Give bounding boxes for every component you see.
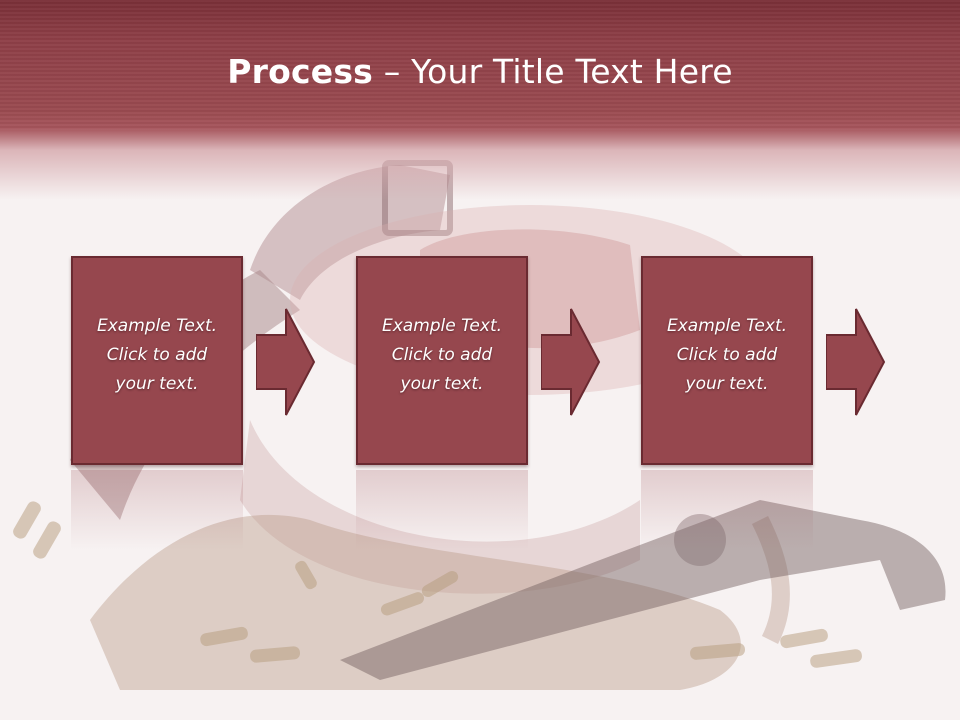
step-3-reflection [641,470,813,550]
right-arrow-icon [826,308,886,416]
process-step-3-text: Example Text. Click to add your text. [666,316,788,394]
title-banner-texture [0,0,960,130]
step-1-reflection [71,470,243,550]
right-arrow-icon [541,308,601,416]
process-step-1-text: Example Text. Click to add your text. [96,316,218,394]
step-2-reflection [356,470,528,550]
process-step-2-text: Example Text. Click to add your text. [381,316,503,394]
right-arrow-icon [256,308,316,416]
process-step-2[interactable]: Example Text. Click to add your text. [356,256,528,465]
slide-title-bold: Process [227,52,374,91]
slide-title-rest: – Your Title Text Here [373,52,733,91]
process-step-3[interactable]: Example Text. Click to add your text. [641,256,813,465]
process-step-1[interactable]: Example Text. Click to add your text. [71,256,243,465]
title-banner [0,0,960,200]
slide-title[interactable]: Process – Your Title Text Here [0,52,960,91]
